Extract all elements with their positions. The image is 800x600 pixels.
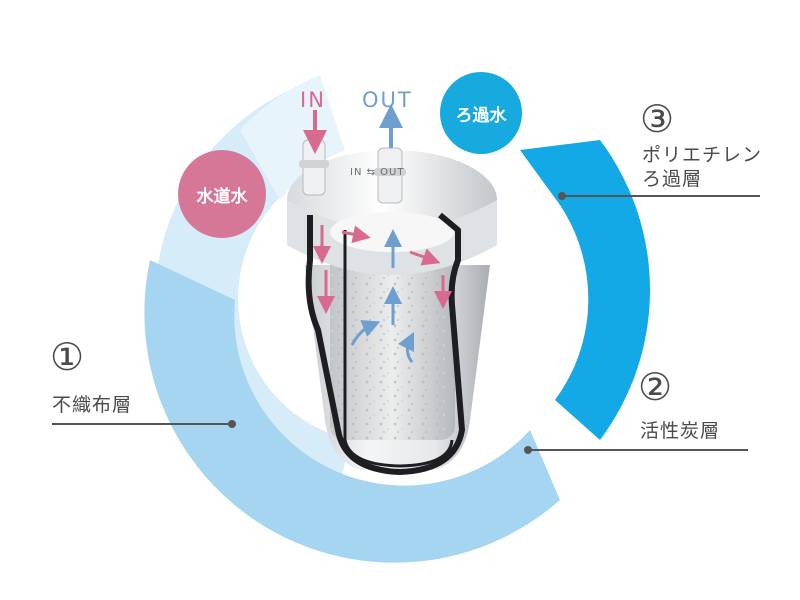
ring-band-polyethylene xyxy=(520,140,650,440)
layer-number-polyethylene: ③ xyxy=(640,97,675,141)
cap-marking: IN ⇆ OUT xyxy=(350,167,405,178)
leader-lines xyxy=(52,192,760,454)
ring-band-top-light xyxy=(240,75,345,200)
layer-number-carbon: ② xyxy=(638,365,673,409)
tap-water-bubble: 水道水 xyxy=(178,150,266,238)
inlet-label: IN xyxy=(300,88,326,112)
layer-name-carbon: 活性炭層 xyxy=(640,420,721,442)
layer-number-nonwoven: ① xyxy=(50,335,85,379)
layer-name-polyethylene-line2: ろ過層 xyxy=(642,168,703,190)
layer-name-nonwoven: 不織布層 xyxy=(52,394,133,416)
outlet-label: OUT xyxy=(362,88,413,112)
ring-band-carbon xyxy=(144,260,561,563)
flow-arrows xyxy=(303,104,452,363)
layer-name-polyethylene-line1: ポリエチレン xyxy=(642,144,763,166)
filtered-water-bubble: ろ過水 xyxy=(440,72,522,154)
cartridge-outline xyxy=(305,212,465,475)
